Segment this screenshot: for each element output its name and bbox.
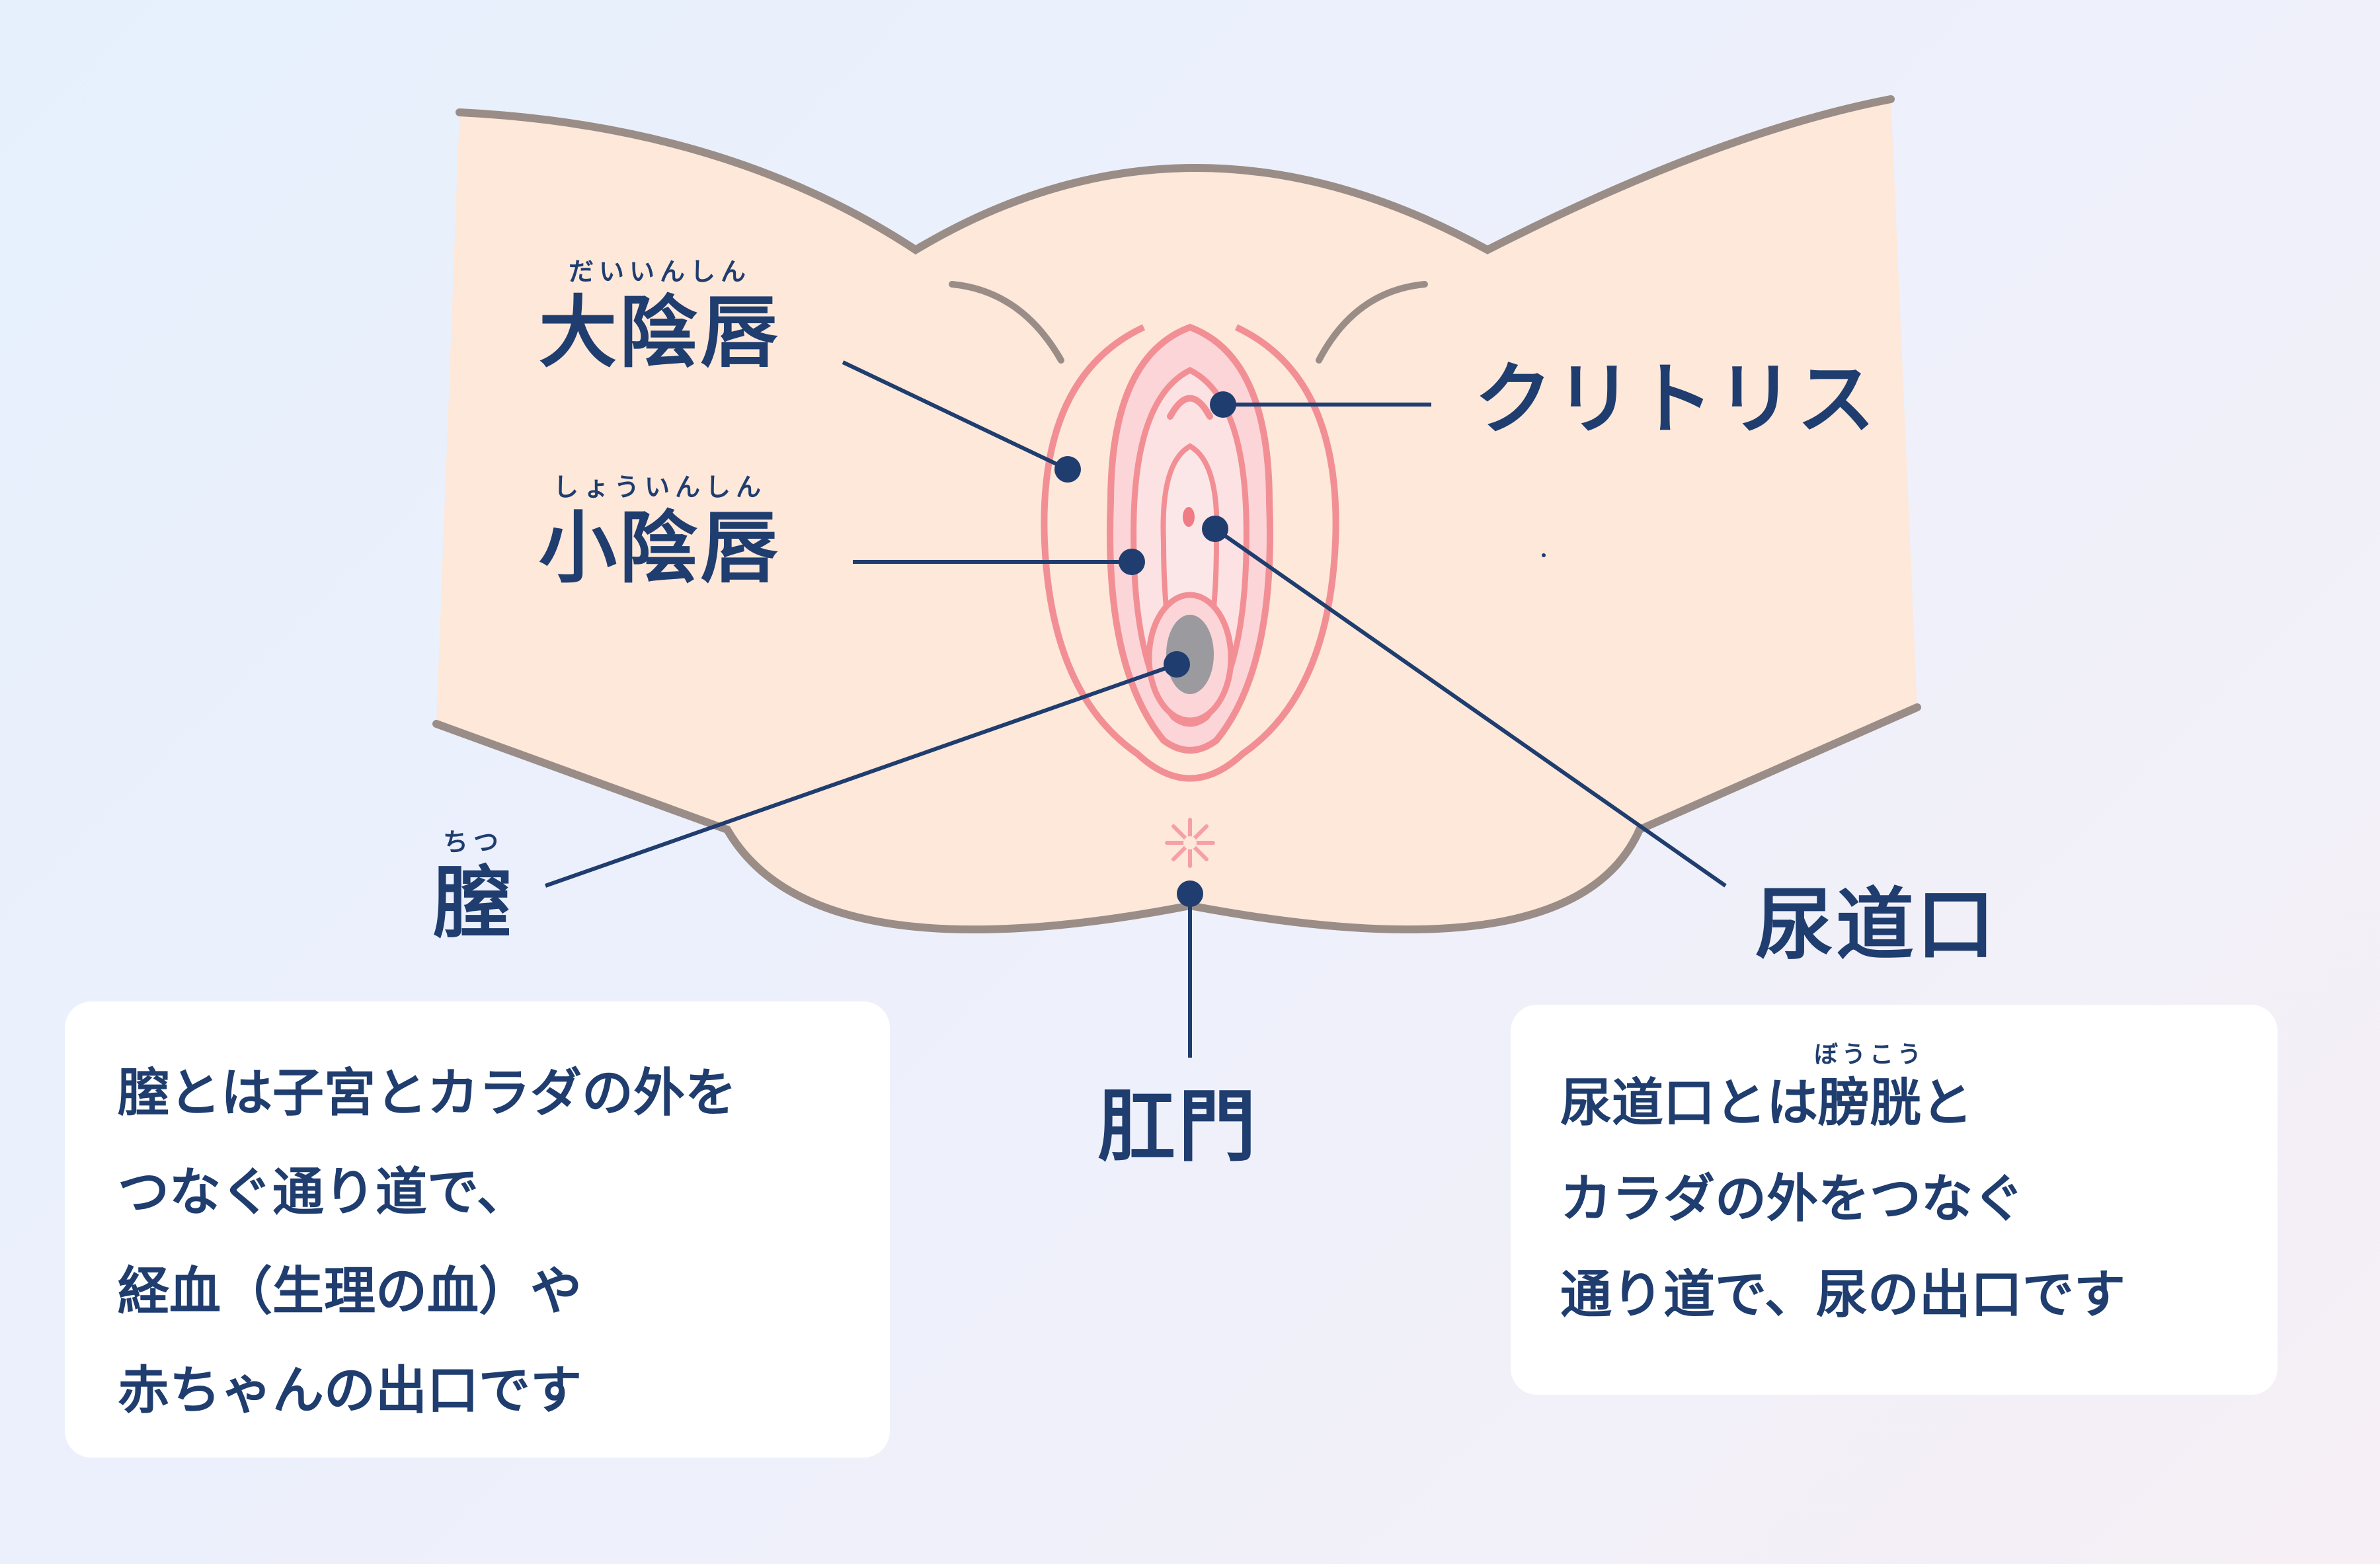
label-clitoris: クリトリス (1474, 354, 1878, 445)
right-leg-outline (1186, 703, 1921, 934)
stray-dot (1542, 553, 1546, 557)
card-urethra-line-1-suffix: と (1921, 1074, 1973, 1133)
dot-urethra (1202, 516, 1228, 542)
label-urethral-opening: 尿道口 (1755, 879, 1998, 970)
bladder-text: 膀胱 (1818, 1074, 1922, 1133)
card-vagina: 膣とは子宮とカラダの外を つなぐ通り道で、 経血（生理の血）や 赤ちゃんの出口で… (65, 1001, 890, 1458)
leader-labia-majora (842, 360, 1069, 471)
label-vagina: ちつ 膣 (433, 830, 514, 942)
card-urethra: 尿道口とはぼうこう膀胱と カラダの外をつなぐ 通り道で、尿の出口です (1511, 1005, 2278, 1395)
card-vagina-line-1: 膣とは子宮とカラダの外を (118, 1064, 737, 1123)
label-labia-minora: しょういんしん 小陰唇 (539, 475, 781, 587)
text-vagina: 膣 (433, 857, 514, 949)
card-vagina-line-4: 赤ちゃんの出口です (118, 1361, 582, 1421)
leader-urethra (1214, 527, 1727, 888)
card-urethra-line-1-prefix: 尿道口とは (1560, 1074, 1819, 1133)
reading-labia-minora: しょういんしん (553, 473, 767, 502)
clitoral-hood (1167, 395, 1213, 420)
label-labia-majora: だいいんしん 大陰唇 (539, 259, 781, 371)
left-groin-crease (949, 281, 1064, 364)
card-urethra-line-2: カラダの外をつなぐ (1560, 1169, 2025, 1229)
left-leg-outline (432, 720, 1194, 934)
text-labia-minora: 小陰唇 (539, 502, 781, 594)
bladder-word: ぼうこう膀胱 (1814, 1043, 1921, 1130)
bladder-reading: ぼうこう (1814, 1041, 1926, 1068)
dot-labia-majora (1054, 456, 1081, 483)
right-groin-crease (1316, 281, 1428, 364)
card-urethra-line-1: 尿道口とはぼうこう膀胱と (1560, 1043, 1973, 1130)
text-labia-majora: 大陰唇 (539, 287, 781, 378)
reading-labia-majora: だいいんしん (569, 257, 752, 286)
leader-vagina (545, 662, 1177, 888)
dot-clitoris (1210, 391, 1236, 418)
anus-center (1183, 836, 1197, 849)
leader-lines (545, 360, 1727, 1058)
leader-dots (1054, 391, 1236, 907)
dot-vagina (1164, 651, 1190, 678)
reading-vagina: ちつ (443, 828, 504, 857)
dot-anus (1177, 880, 1203, 907)
card-vagina-line-2: つなぐ通り道で、 (118, 1163, 528, 1222)
urethra-dot (1183, 507, 1195, 527)
card-vagina-line-3: 経血（生理の血）や (118, 1262, 582, 1321)
label-anus: 肛門 (1097, 1081, 1259, 1172)
card-urethra-line-3: 通り道で、尿の出口です (1560, 1265, 2125, 1325)
dot-labia-minora (1119, 549, 1145, 575)
waist-outline (456, 95, 1895, 255)
